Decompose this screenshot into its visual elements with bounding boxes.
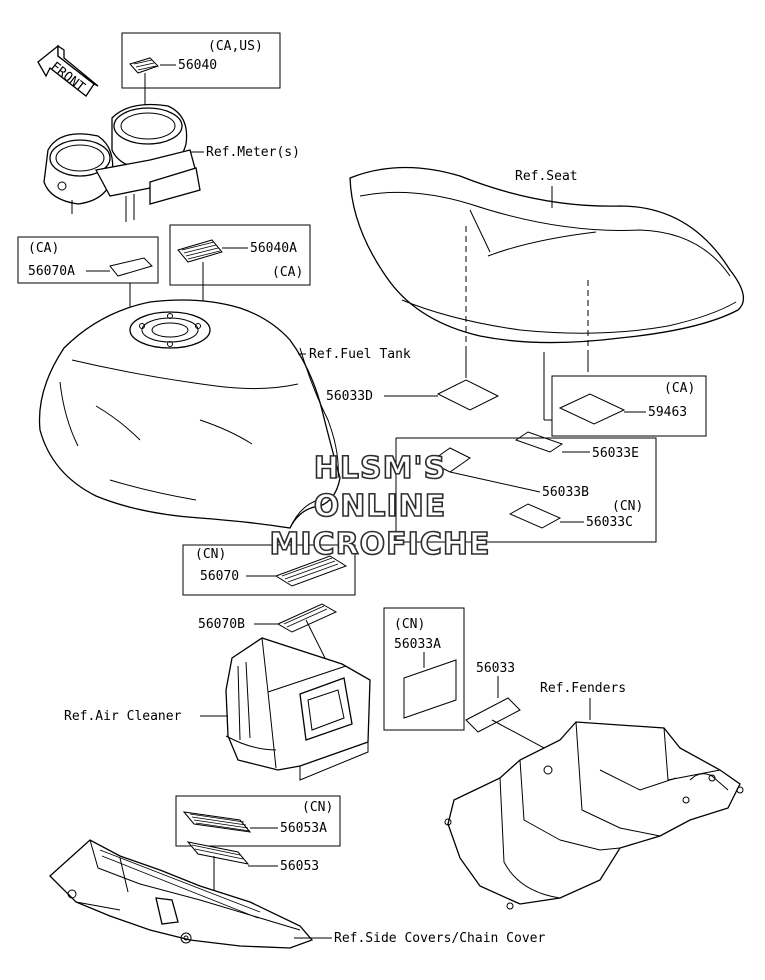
callout-59463: (CA) 59463: [551, 375, 707, 437]
part-56033[interactable]: 56033: [476, 661, 515, 676]
callout-56033E: 56033E: [514, 431, 639, 461]
decal-56033E: [514, 431, 564, 453]
callout-56070: (CN) 56070: [182, 544, 356, 596]
decal-56033D: [436, 379, 500, 411]
ref-seat[interactable]: Ref.Seat: [515, 169, 578, 184]
decal-56040: [129, 57, 159, 74]
part-56040[interactable]: 56040: [178, 58, 217, 73]
meter-assembly: [43, 103, 201, 222]
callout-56053: 56053: [186, 841, 319, 900]
watermark: HLSM'S ONLINE MICROFICHE: [269, 450, 491, 563]
decal-56040A: [177, 239, 223, 263]
part-56033B[interactable]: 56033B: [542, 485, 589, 500]
region-ca-3: (CA): [664, 381, 695, 396]
ref-fuel-tank[interactable]: Ref.Fuel Tank: [309, 347, 411, 362]
decal-56033A: [403, 659, 457, 719]
fenders-outline: [444, 721, 744, 910]
region-ca-1: (CA): [28, 241, 59, 256]
ref-side-covers-chain-cover[interactable]: Ref.Side Covers/Chain Cover: [334, 931, 545, 946]
ref-fenders[interactable]: Ref.Fenders: [540, 681, 626, 696]
part-59463[interactable]: 59463: [648, 405, 687, 420]
ref-meters[interactable]: Ref.Meter(s): [206, 145, 300, 160]
part-56070B[interactable]: 56070B: [198, 617, 245, 632]
watermark-line-2: ONLINE: [314, 489, 447, 524]
region-cn-1: (CN): [612, 499, 643, 514]
part-56033C[interactable]: 56033C: [586, 515, 633, 530]
part-56040A[interactable]: 56040A: [250, 241, 297, 256]
region-ca-2: (CA): [272, 265, 303, 280]
fuel-tank-outline: [38, 299, 341, 529]
part-56070[interactable]: 56070: [200, 569, 239, 584]
air-cleaner-outline: [225, 637, 371, 781]
chain-cover-outline: [49, 839, 314, 949]
decal-56053A: [182, 811, 252, 833]
decal-56053: [186, 841, 250, 865]
part-56053A[interactable]: 56053A: [280, 821, 327, 836]
decal-56033C: [508, 503, 562, 529]
seat-outline: [349, 166, 745, 344]
region-ca-us: (CA,US): [208, 39, 263, 54]
decal-56070: [274, 555, 348, 587]
decal-59463: [558, 393, 626, 425]
decal-56070B: [276, 603, 338, 633]
callout-56033A: (CN) 56033A: [383, 607, 465, 731]
callout-56053A: (CN) 56053A: [175, 795, 341, 847]
part-56070A[interactable]: 56070A: [28, 264, 75, 279]
part-56033D[interactable]: 56033D: [326, 389, 373, 404]
region-cn-4: (CN): [302, 800, 333, 815]
part-56053[interactable]: 56053: [280, 859, 319, 874]
part-56033A[interactable]: 56033A: [394, 637, 441, 652]
decal-56070A: [109, 257, 153, 277]
callout-56040: (CA,US) 56040: [121, 32, 281, 110]
decal-56033: [465, 697, 521, 733]
callout-56033B-56033C: 56033B (CN) 56033C: [395, 437, 657, 543]
watermark-line-1: HLSM'S: [314, 451, 446, 486]
callout-56070A: (CA) 56070A: [17, 236, 159, 318]
callout-56070B: 56070B: [198, 603, 338, 661]
watermark-line-3: MICROFICHE: [270, 527, 491, 562]
ref-air-cleaner[interactable]: Ref.Air Cleaner: [64, 709, 182, 724]
region-cn-3: (CN): [394, 617, 425, 632]
region-cn-2: (CN): [195, 547, 226, 562]
decal-56033B: [429, 447, 471, 473]
front-arrow-icon: FRONT: [37, 44, 99, 97]
callout-56033D: 56033D: [326, 379, 500, 411]
part-56033E[interactable]: 56033E: [592, 446, 639, 461]
